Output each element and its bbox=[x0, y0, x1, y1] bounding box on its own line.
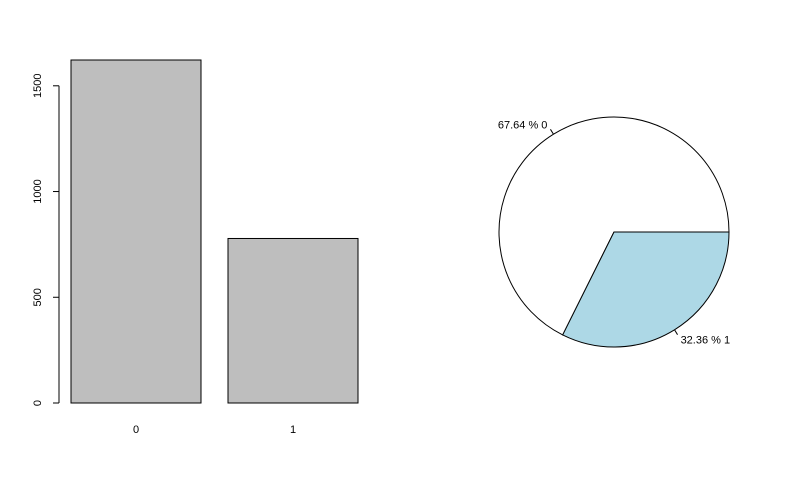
bar-chart: 0 1 0 500 1000 1500 bbox=[32, 59, 359, 436]
y-tick-label: 0 bbox=[32, 400, 44, 406]
pie-slice-1 bbox=[562, 231, 730, 348]
pie-slice-label: 67.64 % 0 bbox=[498, 119, 548, 131]
x-tick-label: 1 bbox=[290, 424, 296, 436]
y-tick-label: 1500 bbox=[32, 74, 44, 98]
pie-chart: 67.64 % 0 32.36 % 1 bbox=[498, 116, 731, 348]
bar-1 bbox=[227, 237, 359, 404]
y-tick-label: 1000 bbox=[32, 179, 44, 203]
y-tick-label: 500 bbox=[32, 288, 44, 306]
pie-label-tick bbox=[550, 129, 554, 135]
pie-label-tick bbox=[674, 329, 678, 335]
pie-slice-label: 32.36 % 1 bbox=[681, 335, 731, 347]
pie-slice-0 bbox=[498, 116, 730, 336]
bar-0 bbox=[70, 59, 202, 404]
x-tick-label: 0 bbox=[133, 424, 139, 436]
